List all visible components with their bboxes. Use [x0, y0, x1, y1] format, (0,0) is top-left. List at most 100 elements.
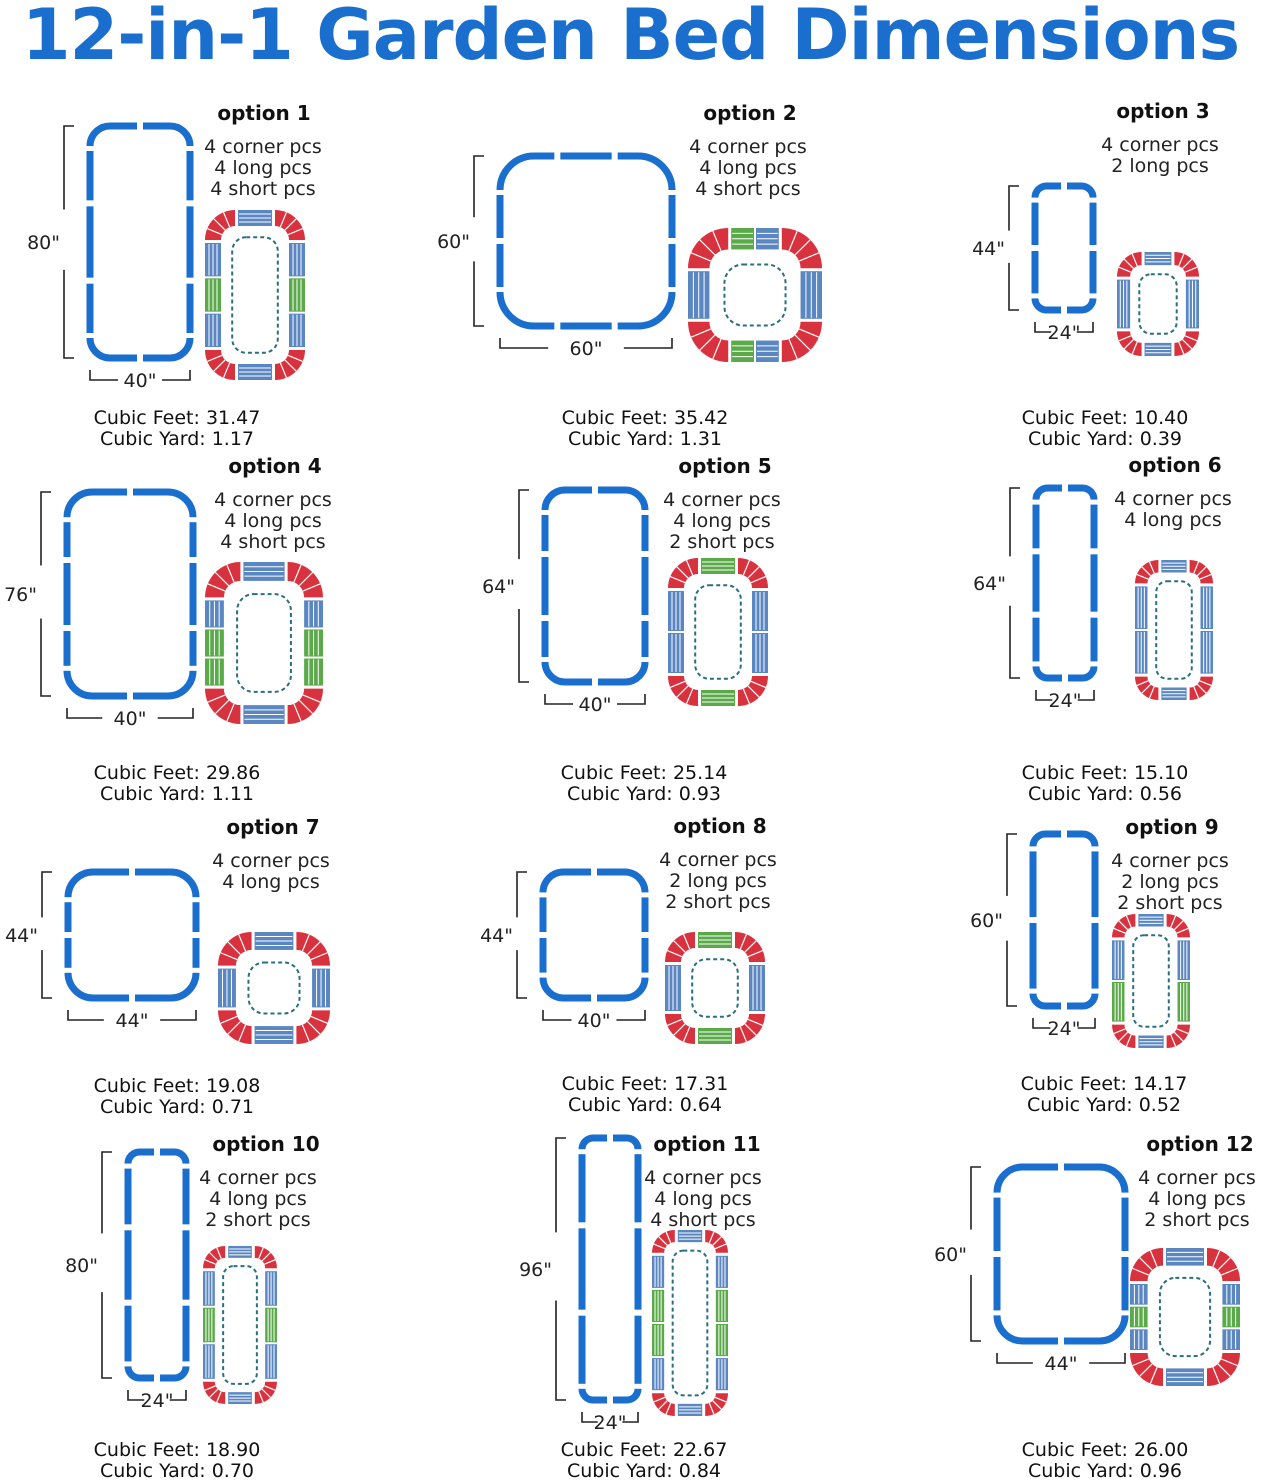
bed-outline [86, 122, 194, 362]
corner-stripe [220, 952, 238, 961]
corner-stripe [744, 940, 757, 953]
panel-gap [122, 1224, 134, 1231]
width-bracket [127, 1390, 187, 1401]
width-label: 24" [1048, 322, 1081, 344]
corner-stripe [739, 1026, 748, 1042]
panel-gap [576, 1383, 588, 1389]
cubic-yard: Cubic Yard: 0.84 [567, 1460, 721, 1481]
panel-gap [180, 1224, 192, 1231]
height-bracket [101, 1151, 112, 1379]
panel-gap [1119, 1192, 1131, 1198]
panel-gap [539, 657, 551, 662]
corner-stripe [227, 941, 241, 955]
cubic-feet: Cubic Feet: 19.08 [94, 1075, 261, 1097]
option-title: option 10 [212, 1132, 319, 1156]
corner-stripe [1217, 1363, 1231, 1377]
inner-outline [723, 263, 787, 327]
corner-stripe [1148, 561, 1155, 574]
corner-stripe [714, 1396, 727, 1403]
bed-outline [541, 486, 649, 686]
corner-stripe [214, 571, 230, 587]
panel-gap [666, 238, 678, 244]
piece-count: 4 corner pcs [212, 850, 330, 872]
panel-gap [84, 200, 96, 207]
cubic-yard: Cubic Yard: 0.96 [1028, 1460, 1182, 1481]
panel-gap [62, 967, 74, 973]
panel-gap [122, 1163, 134, 1169]
corner-stripe [222, 362, 231, 378]
corner-stripe [1170, 1034, 1177, 1047]
height-label: 60" [437, 231, 470, 253]
height-bracket [1006, 833, 1017, 1007]
panel-gap [184, 200, 196, 207]
corner-stripe [739, 934, 748, 950]
option-title: option 2 [703, 101, 796, 125]
corner-stripe [1178, 253, 1185, 267]
panel-gap [1030, 611, 1042, 618]
corner-stripe [714, 1243, 727, 1250]
bed-outline [496, 152, 676, 330]
height-label: 64" [973, 573, 1006, 595]
panel-gap [1030, 661, 1042, 667]
corner-stripe [1132, 1267, 1150, 1276]
piece-count: 4 corner pcs [1138, 1167, 1256, 1189]
corner-stripe [699, 239, 716, 256]
page-title: 12-in-1 Garden Bed Dimensions [21, 0, 1240, 76]
panel-gap [1061, 304, 1067, 316]
panel-gap [537, 972, 549, 978]
cubic-feet: Cubic Feet: 35.42 [562, 407, 729, 429]
corner-stripe [207, 227, 223, 236]
corner-stripe [1141, 566, 1152, 577]
corner-stripe [302, 583, 321, 592]
panel-gap [61, 665, 73, 671]
corner-stripe [712, 230, 722, 252]
width-bracket [1035, 690, 1095, 701]
bed-outline [63, 488, 197, 700]
piece-count: 4 long pcs [224, 510, 322, 532]
piece-count: 4 long pcs [1148, 1188, 1246, 1210]
corner-stripe [1182, 258, 1193, 269]
option-title: option 1 [217, 101, 310, 125]
corner-stripe [287, 354, 303, 363]
corner-stripe [673, 1023, 686, 1036]
corner-stripe [690, 252, 712, 262]
corner-stripe [1212, 1250, 1221, 1268]
corner-stripe [1118, 266, 1132, 273]
bed-outline [1029, 830, 1099, 1010]
panel-gap [127, 690, 133, 702]
panel-gap [84, 146, 96, 151]
corner-stripe [207, 694, 226, 703]
panel-gap [666, 190, 678, 195]
corner-stripe [712, 1400, 722, 1410]
panel-gap [1088, 661, 1100, 667]
piece-count: 4 long pcs [673, 510, 771, 532]
corner-stripe [1149, 1366, 1158, 1384]
height-bracket [473, 155, 484, 327]
panel-gap [639, 932, 651, 938]
corner-stripe [682, 934, 691, 950]
panel-gap [1029, 293, 1041, 299]
panel-gap [611, 150, 618, 162]
width-label: 40" [578, 1010, 611, 1032]
panel-gap [62, 932, 74, 938]
corner-stripe [1113, 1028, 1126, 1035]
panel-gap [1119, 1310, 1131, 1316]
panel-gap [554, 320, 561, 332]
inner-outline [236, 593, 292, 693]
option-title: option 6 [1128, 453, 1221, 477]
corner-stripe [1220, 1267, 1238, 1276]
corner-stripe [1173, 920, 1184, 931]
bed-outline [578, 1134, 642, 1404]
panel-gap [576, 1222, 588, 1229]
corner-stripe [1196, 683, 1207, 694]
corner-stripe [699, 334, 716, 351]
corner-stripe [1118, 1031, 1129, 1042]
corner-stripe [258, 1391, 264, 1403]
cubic-feet: Cubic Feet: 25.14 [561, 762, 728, 784]
piece-count: 2 short pcs [205, 1209, 310, 1231]
corner-stripe [1123, 339, 1134, 350]
corner-stripe [284, 218, 297, 231]
